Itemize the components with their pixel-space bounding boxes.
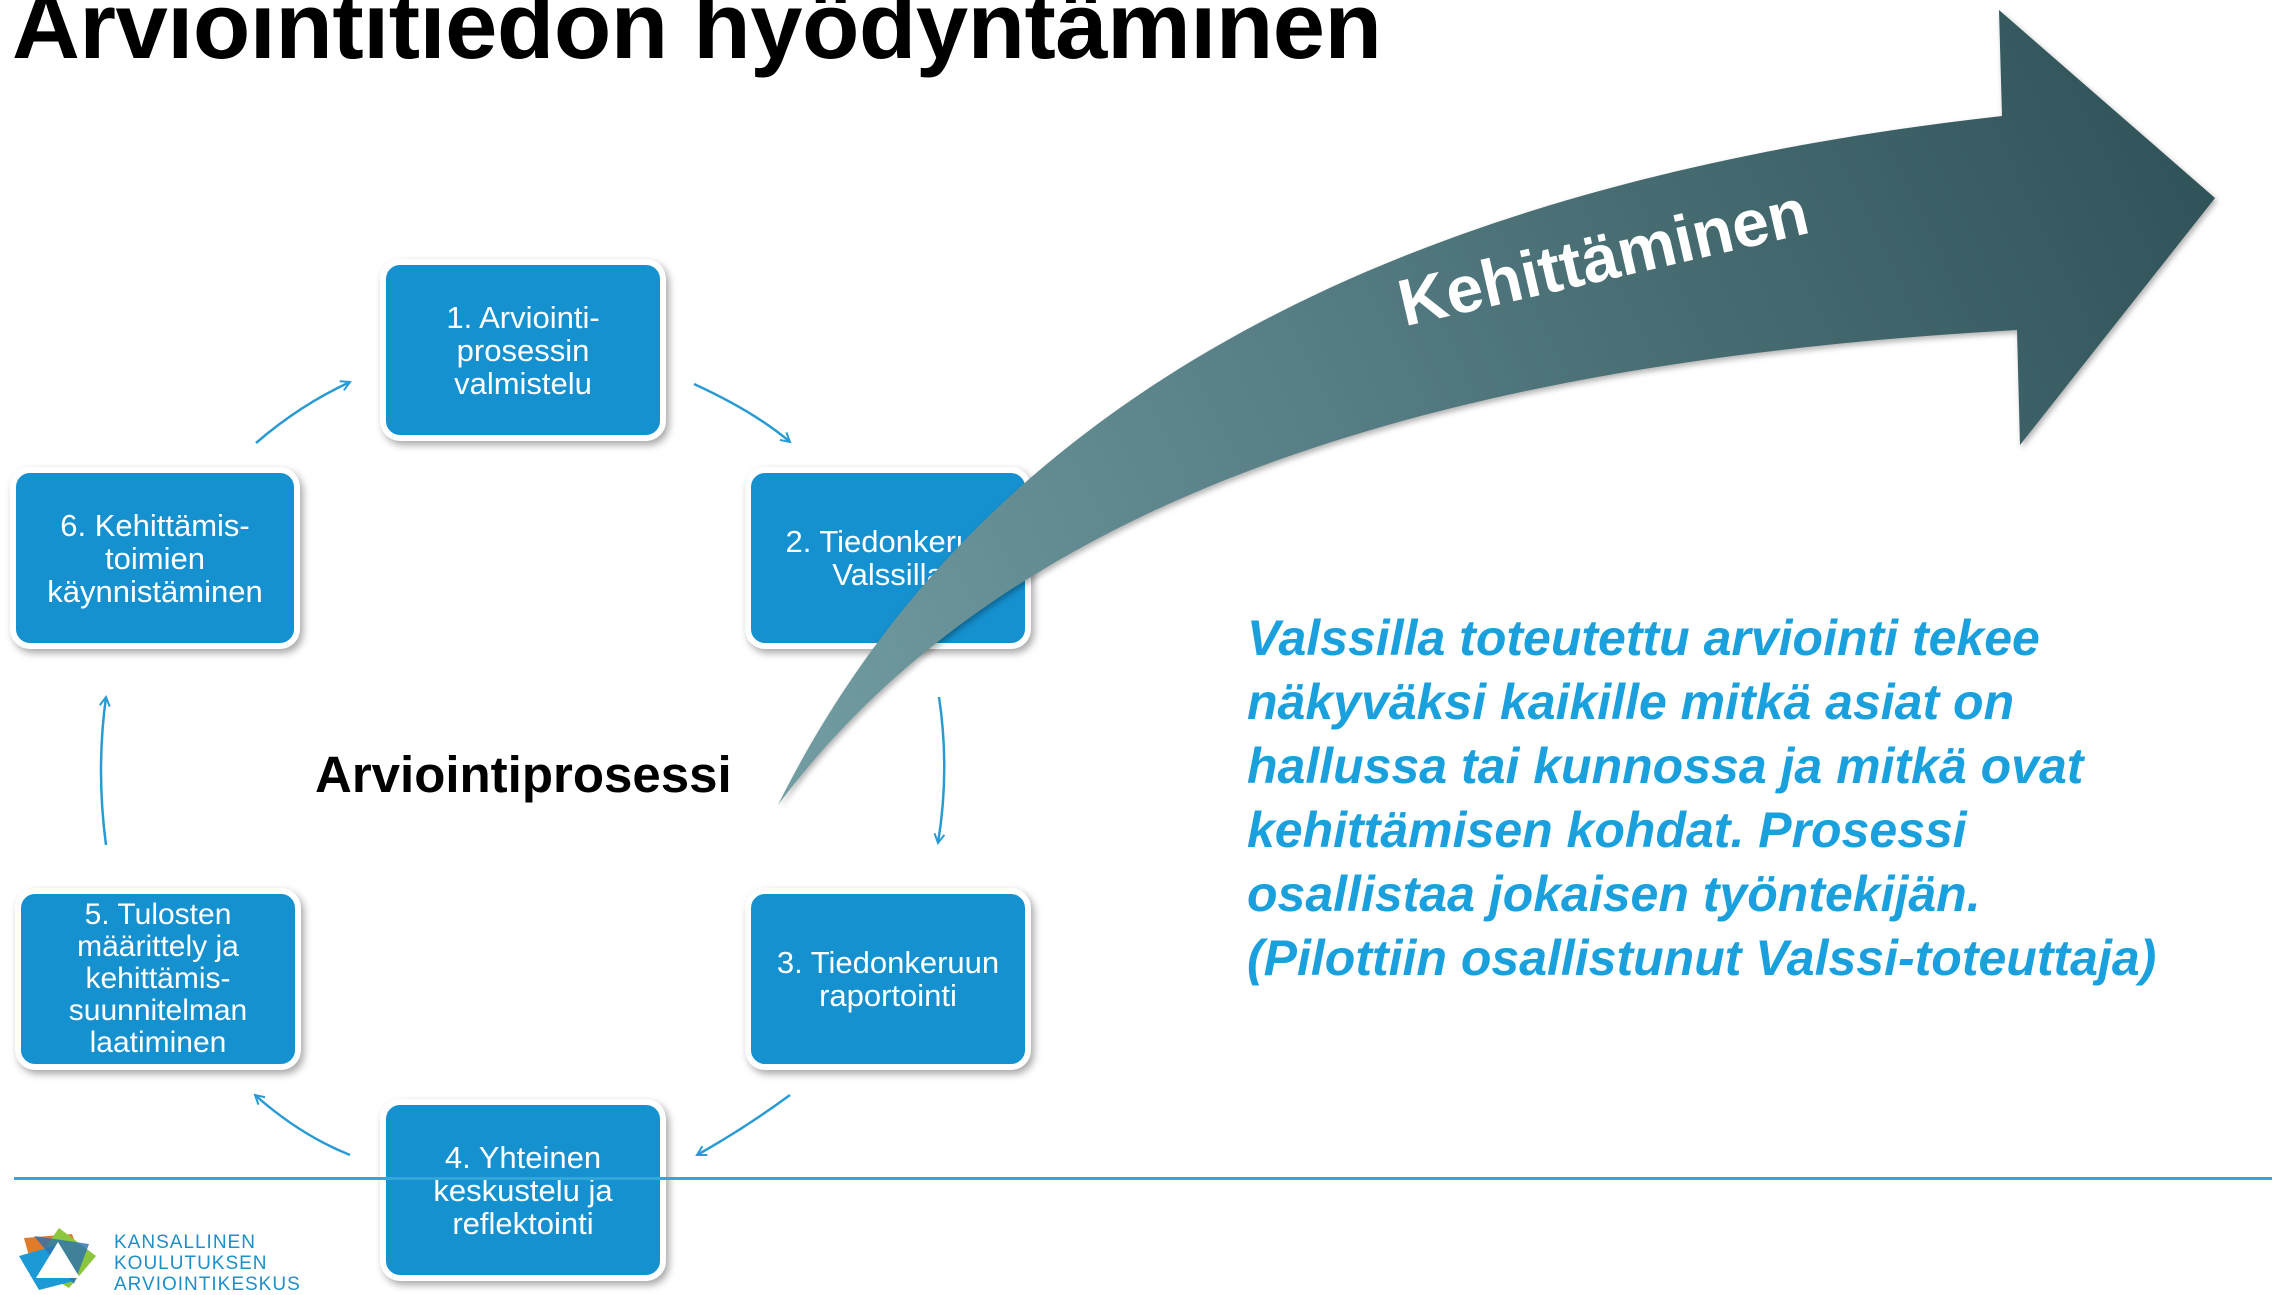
step-6-box: 6. Kehittämis- toimien käynnistäminen bbox=[10, 467, 300, 649]
footer-divider bbox=[14, 1177, 2272, 1180]
organization-name: KANSALLINEN KOULUTUKSEN ARVIOINTIKESKUS bbox=[114, 1232, 301, 1295]
karvi-logo-icon bbox=[19, 1228, 96, 1290]
cycle-arrow-5-to-6 bbox=[101, 697, 106, 846]
cycle-center-label: Arviointiprosessi bbox=[315, 746, 732, 803]
step-5-box: 5. Tulosten määrittely ja kehittämis- su… bbox=[15, 888, 301, 1070]
quote-text: Valssilla toteutettu arviointi tekee näk… bbox=[1247, 610, 2157, 986]
cycle-arrow-4-to-5 bbox=[255, 1095, 351, 1157]
cycle-arrow-2-to-3 bbox=[938, 696, 946, 843]
development-arrow-shape bbox=[778, 10, 2215, 805]
step-1-box: 1. Arviointi- prosessin valmistelu bbox=[380, 259, 666, 441]
slide-title: Arviointitiedon hyödyntäminen bbox=[12, 0, 1382, 78]
cycle-arrow-3-to-4 bbox=[697, 1093, 791, 1157]
step-4-box: 4. Yhteinen keskustelu ja reflektointi bbox=[380, 1099, 666, 1281]
cycle-arrow-1-to-2 bbox=[693, 382, 790, 442]
cycle-arrow-6-to-1 bbox=[255, 382, 350, 444]
step-3-box: 3. Tiedonkeruun raportointi bbox=[745, 888, 1031, 1070]
